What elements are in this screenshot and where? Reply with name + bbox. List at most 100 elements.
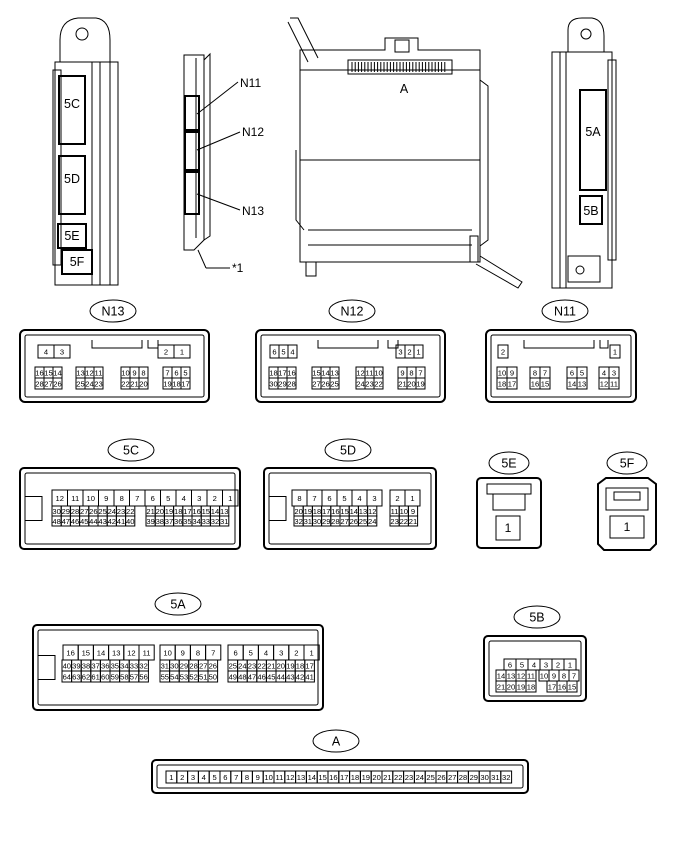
pin-number: 14: [211, 507, 219, 516]
pin-number: 22: [400, 517, 408, 526]
pin-number: 1: [410, 494, 414, 503]
pin-number: 25: [229, 661, 237, 670]
pin-number: 27: [448, 773, 456, 782]
pin-number: 26: [350, 517, 358, 526]
pin-number: 22: [394, 773, 402, 782]
connector-key-notch: [523, 340, 595, 349]
pin-number: 5: [342, 494, 346, 503]
pin-number: 2: [294, 648, 298, 657]
connector-label: A: [332, 735, 341, 749]
pin-number: 6: [508, 660, 512, 669]
connector-label-bubble: [606, 451, 648, 475]
pin-number: 12: [517, 671, 525, 680]
pin-cell: [500, 770, 513, 784]
pin-number: 6: [233, 648, 237, 657]
pin-number: 24: [238, 661, 246, 670]
pin-number: 6: [272, 347, 276, 356]
pin-number: 13: [220, 507, 228, 516]
pin-cell: [407, 515, 419, 527]
pin-number: 21: [130, 379, 138, 388]
pin-number: 6: [174, 368, 178, 377]
pin-number: 58: [120, 672, 128, 681]
connector-key-notch: [91, 340, 143, 349]
pin-number: 53: [180, 672, 188, 681]
pin-number: 1: [568, 660, 572, 669]
pin-number: 30: [170, 661, 178, 670]
pin-number: 63: [72, 672, 80, 681]
connector-housing: [483, 635, 587, 702]
pin-number: 21: [146, 507, 154, 516]
pin-number: 31: [491, 773, 499, 782]
pin-number: 13: [76, 368, 84, 377]
pin-number: 32: [211, 517, 219, 526]
pin-number: 29: [470, 773, 478, 782]
pin-number: 16: [558, 682, 566, 691]
pin-number: 2: [501, 347, 505, 356]
pin-number: 3: [197, 494, 201, 503]
connector-label-bubble: [312, 729, 360, 753]
pin-number: 5: [183, 368, 187, 377]
pin-number: 12: [56, 494, 64, 503]
pin-number: 25: [426, 773, 434, 782]
pin-number: 27: [312, 379, 320, 388]
pin-number: 7: [543, 368, 547, 377]
pin-number: 18: [172, 379, 180, 388]
pin-number: 20: [294, 507, 302, 516]
connector-label: N11: [554, 305, 576, 319]
pin-number: 9: [132, 368, 136, 377]
pin-number: 9: [256, 773, 260, 782]
pin-number: 44: [277, 672, 285, 681]
pin-number: 47: [248, 672, 256, 681]
pin-number: 17: [340, 773, 348, 782]
connector-bracket-view: N11 N12 N13 *1: [183, 52, 264, 275]
pin-number: 17: [305, 661, 313, 670]
pin-number: 45: [267, 672, 275, 681]
connector-label: N12: [341, 305, 364, 319]
pin-number: 1: [505, 521, 512, 535]
left-ecu-5c-label: 5C: [64, 97, 80, 111]
pin-number: 8: [409, 368, 413, 377]
connector-label: 5E: [501, 457, 516, 471]
pin-number: 23: [117, 507, 125, 516]
pin-number: 13: [112, 648, 120, 657]
connector-label: 5D: [340, 444, 356, 458]
connector-housing: [597, 477, 657, 551]
pin-number: 52: [189, 672, 197, 681]
pin-number: 46: [257, 672, 265, 681]
pin-number: 6: [327, 494, 331, 503]
pin-number: 17: [183, 507, 191, 516]
connector-inner-outline: [24, 334, 205, 398]
pin-number: 12: [600, 379, 608, 388]
left-ecu-5d-label: 5D: [64, 172, 80, 186]
left-ecu-view: 5C 5D 5E 5F: [52, 17, 119, 286]
right-ecu-5b-label: 5B: [583, 204, 598, 218]
pin-number: 23: [365, 379, 373, 388]
pin-number: 11: [143, 648, 151, 657]
pin-number: 15: [568, 682, 576, 691]
pin-number: 30: [313, 517, 321, 526]
pin-number: 22: [126, 507, 134, 516]
pin-number: 15: [44, 368, 52, 377]
pin-number: 10: [540, 671, 548, 680]
pin-number: 13: [359, 507, 367, 516]
pin-cell: [304, 670, 315, 683]
pin-cell: [93, 377, 104, 390]
connector-5f: 15F: [597, 451, 657, 551]
pin-number: 36: [101, 661, 109, 670]
pin-cell: [566, 680, 578, 693]
pin-number: 14: [308, 773, 316, 782]
pin-number: 45: [80, 517, 88, 526]
pin-number: 9: [510, 368, 514, 377]
pin-number: 7: [234, 773, 238, 782]
connector-label-bubble: [328, 299, 376, 323]
pin-number: 29: [62, 507, 70, 516]
pin-number: 33: [130, 661, 138, 670]
pin-number: 30: [480, 773, 488, 782]
pin-number: 10: [400, 507, 408, 516]
pin-number: 31: [304, 517, 312, 526]
pin-number: 15: [340, 507, 348, 516]
pin-number: 48: [52, 517, 60, 526]
pin-number: 1: [228, 494, 232, 503]
